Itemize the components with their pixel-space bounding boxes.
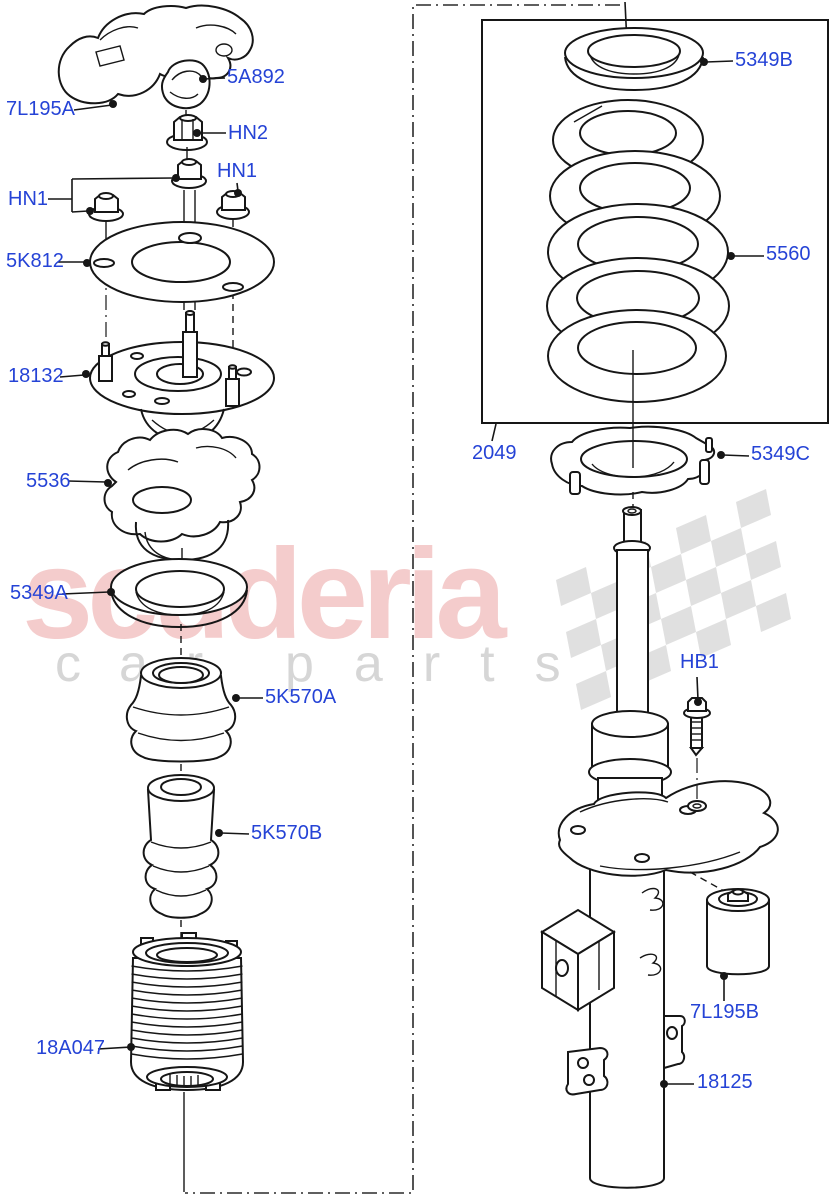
flag-check [696,619,731,658]
flag-check [686,567,721,606]
flag-check [676,515,711,554]
part-label-hn1-left[interactable]: HN1 [8,188,49,210]
part-label-hn2[interactable]: HN2 [228,122,269,144]
flag-check [556,567,591,606]
dust-boot-drawing [129,932,245,1092]
flag-check [566,619,601,658]
flag-check [756,593,791,632]
part-label-5536[interactable]: 5536 [26,470,71,492]
part-label-18125[interactable]: 18125 [697,1071,753,1093]
part-label-5560[interactable]: 5560 [766,243,811,265]
part-label-5a892[interactable]: 5A892 [227,66,285,88]
nut-hn1-center-drawing [171,158,207,189]
flag-check [721,580,756,619]
part-label-5k570a[interactable]: 5K570A [265,686,337,708]
spring-insulator-b-drawing [564,27,704,92]
part-label-7l195a[interactable]: 7L195A [6,98,75,120]
part-label-18a047[interactable]: 18A047 [36,1037,105,1059]
part-label-hn1-right[interactable]: HN1 [217,160,258,182]
flag-check [661,606,696,645]
watermark: scuderia car parts [22,489,791,710]
leader-lines [48,58,764,1088]
nut-hn1-right-drawing [216,190,250,220]
part-label-7l195b[interactable]: 7L195B [690,1001,759,1023]
flag-check [711,528,746,567]
watermark-parts-text: parts [285,635,601,693]
flag-check [746,541,781,580]
part-label-5349b[interactable]: 5349B [735,49,793,71]
part-label-hb1[interactable]: HB1 [680,651,719,673]
part-label-5349c[interactable]: 5349C [751,443,810,465]
watermark-brand-text: scuderia [22,523,507,666]
part-label-5k570b[interactable]: 5K570B [251,822,323,844]
part-label-2049[interactable]: 2049 [472,442,517,464]
spring-seat-upper-drawing [103,428,261,562]
bushing-drawing [689,871,770,976]
bump-stop-lower-drawing [142,774,220,919]
coil-spring-drawing [546,99,730,403]
left-stack [57,4,275,1192]
nut-hn1-left-drawing [88,192,124,222]
bump-stop-upper-drawing [125,657,237,763]
part-label-5k812[interactable]: 5K812 [6,250,64,272]
flag-check [651,554,686,593]
part-label-18132[interactable]: 18132 [8,365,64,387]
strut-mount-drawing [89,310,275,443]
washer-plate-drawing [89,221,275,303]
part-label-5349a[interactable]: 5349A [10,582,68,604]
strut-body-drawing [540,506,779,1189]
cap-drawing [160,59,211,110]
flag-check [736,489,771,528]
strut-top-cover-drawing [57,4,254,105]
spring-insulator-a-drawing [110,558,248,629]
flag-check [576,671,611,710]
spring-assembly-box [481,19,829,424]
right-stack [540,27,779,1189]
